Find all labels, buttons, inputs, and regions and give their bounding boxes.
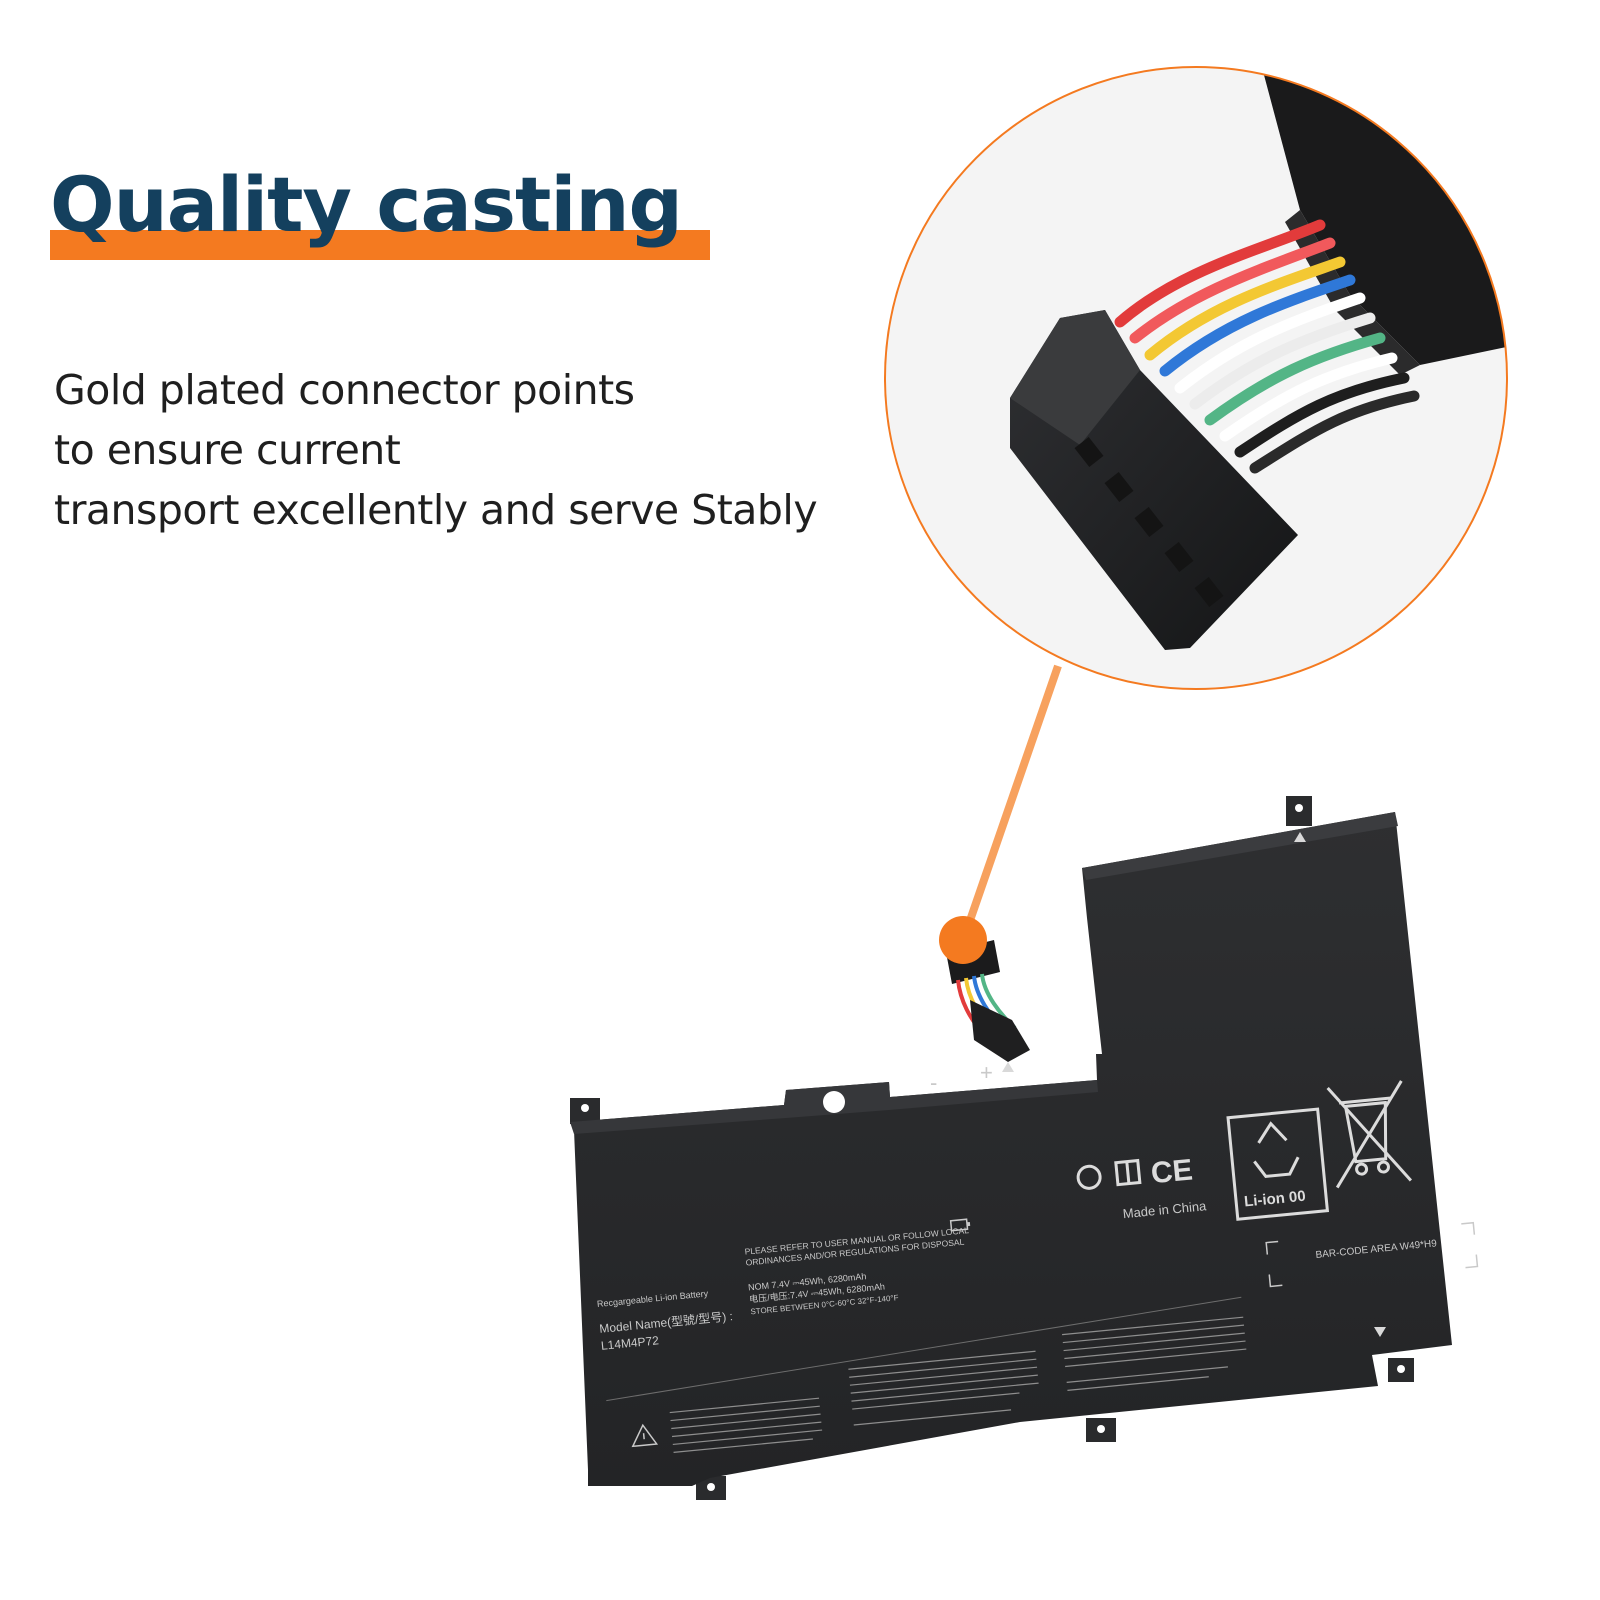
five-year-icon xyxy=(1076,1164,1102,1190)
terminal-minus-label: - xyxy=(930,1070,937,1095)
recycle-text: Li-ion 00 xyxy=(1243,1188,1306,1211)
model-number: L14M4P72 xyxy=(600,1333,659,1353)
crossed-bin-icon xyxy=(1326,1080,1413,1189)
battery-body: - + Recgargeable Li-ion Battery Model Na… xyxy=(570,796,1479,1500)
description-line-2: to ensure current xyxy=(54,426,401,474)
feature-description: Gold plated connector points to ensure c… xyxy=(54,360,914,540)
description-line-1: Gold plated connector points xyxy=(54,366,635,414)
ce-mark-icon: CE xyxy=(1149,1153,1194,1190)
description-line-3: transport excellently and serve Stably xyxy=(54,486,818,534)
headline: Quality casting xyxy=(50,160,683,249)
headline-underline-bar xyxy=(50,230,710,260)
recycle-icon: Li-ion 00 xyxy=(1226,1107,1330,1221)
connector-zoom xyxy=(884,66,1508,690)
pointer-line xyxy=(962,664,1062,934)
china-mark-icon xyxy=(1114,1158,1142,1187)
battery-symbol-icon xyxy=(949,1218,971,1232)
warning-triangle-icon xyxy=(631,1423,659,1448)
callout-dot xyxy=(939,916,987,964)
terminal-plus-label: + xyxy=(980,1060,993,1085)
headline-block: Quality casting xyxy=(50,155,710,275)
